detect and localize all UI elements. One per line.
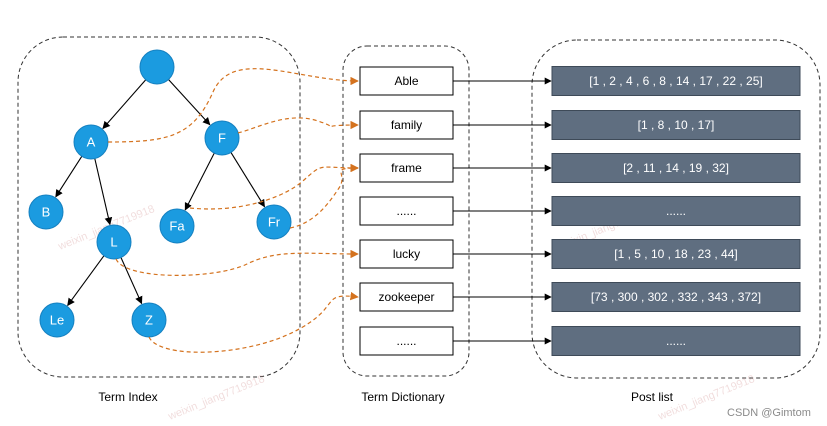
- posting-list-text: [1 , 8 , 10 , 17]: [638, 118, 715, 132]
- term-label: family: [391, 118, 422, 132]
- tree-edge-root-F: [168, 79, 211, 126]
- link-l-to-lucky: [115, 249, 359, 276]
- tree-edge-A-L: [94, 158, 113, 226]
- dictionary-to-postings-arrows: [453, 77, 552, 345]
- tree-node-b: [28, 194, 64, 230]
- posting-box: [551, 282, 801, 312]
- tree-edges: [55, 79, 265, 307]
- index-to-dictionary-links: [107, 68, 359, 353]
- term-box: [359, 153, 454, 183]
- posting-list-text: ......: [666, 204, 686, 218]
- term-label: ......: [396, 334, 416, 348]
- tree-node-label-a: A: [87, 135, 96, 150]
- tree-node-root: [139, 49, 175, 85]
- posting-list-text: [2 , 11 , 14 , 19 , 32]: [623, 161, 729, 175]
- posting-list-text: [1 , 5 , 10 , 18 , 23 , 44]: [614, 247, 737, 261]
- posting-box: [551, 196, 801, 226]
- term-label: ......: [396, 204, 416, 218]
- link-fr-to-frame: [289, 163, 359, 229]
- tree-edge-F-Fa: [184, 152, 215, 211]
- tree-node-l: [96, 224, 132, 260]
- term-box: [359, 239, 454, 269]
- tree-node-f: [204, 120, 240, 156]
- posting-box: [551, 326, 801, 356]
- tree-node-label-z: Z: [145, 313, 153, 328]
- tree-node-fa: [159, 208, 195, 244]
- posting-list-text: [73 , 300 , 302 , 332 , 343 , 372]: [591, 290, 761, 304]
- tree-node-le: [39, 302, 75, 338]
- posting-list-text: [1 , 2 , 4 , 6 , 8 , 14 , 17 , 22 , 25]: [589, 74, 762, 88]
- term-box: [359, 282, 454, 312]
- term-box: [359, 110, 454, 140]
- term-label: frame: [391, 161, 422, 175]
- term-box: [359, 326, 454, 356]
- tree-edge-L-Z: [120, 257, 143, 305]
- posting-box: [551, 66, 801, 96]
- term-label: lucky: [393, 247, 420, 261]
- credit-text: CSDN @Gimtom: [727, 407, 811, 419]
- term-dictionary-container: [342, 45, 470, 377]
- posting-box: [551, 110, 801, 140]
- tree-node-label-le: Le: [50, 313, 64, 328]
- term-box: [359, 196, 454, 226]
- tree-edge-F-Fr: [230, 152, 265, 208]
- post-list-container: [531, 39, 821, 379]
- posting-box: [551, 153, 801, 183]
- term-label: zookeeper: [378, 290, 434, 304]
- tree-node-fr: [256, 204, 292, 240]
- tree-node-label-f: F: [218, 131, 226, 146]
- caption-term-dictionary: Term Dictionary: [361, 390, 444, 404]
- caption-post-list: Post list: [631, 390, 674, 404]
- link-z-to-zookeeper: [148, 291, 359, 353]
- link-a-to-Able: [107, 68, 359, 143]
- tree-edge-A-B: [55, 156, 83, 198]
- term-dictionary-boxes: Able family frame...... lucky zookeeper.....…: [359, 66, 454, 356]
- posting-box: [551, 239, 801, 269]
- caption-term-index: Term Index: [98, 390, 157, 404]
- tree-node-label-fa: Fa: [169, 219, 185, 234]
- watermark-text: weixin_jiang7719918: [166, 373, 267, 423]
- term-index-container: [17, 36, 301, 378]
- link-fa-to-frame: [189, 163, 359, 210]
- tree-node-label-fr: Fr: [268, 215, 281, 230]
- term-label: Able: [394, 74, 418, 88]
- tree-edge-root-A: [102, 79, 147, 130]
- tree-edge-L-Le: [67, 255, 105, 307]
- tree-node-label-l: L: [110, 235, 117, 250]
- term-box: [359, 66, 454, 96]
- posting-list-text: ......: [666, 334, 686, 348]
- post-list-boxes: [1 , 2 , 4 , 6 , 8 , 14 , 17 , 22 , 25] […: [551, 66, 801, 356]
- tree-node-label-b: B: [42, 205, 51, 220]
- link-f-to-family: [237, 117, 359, 134]
